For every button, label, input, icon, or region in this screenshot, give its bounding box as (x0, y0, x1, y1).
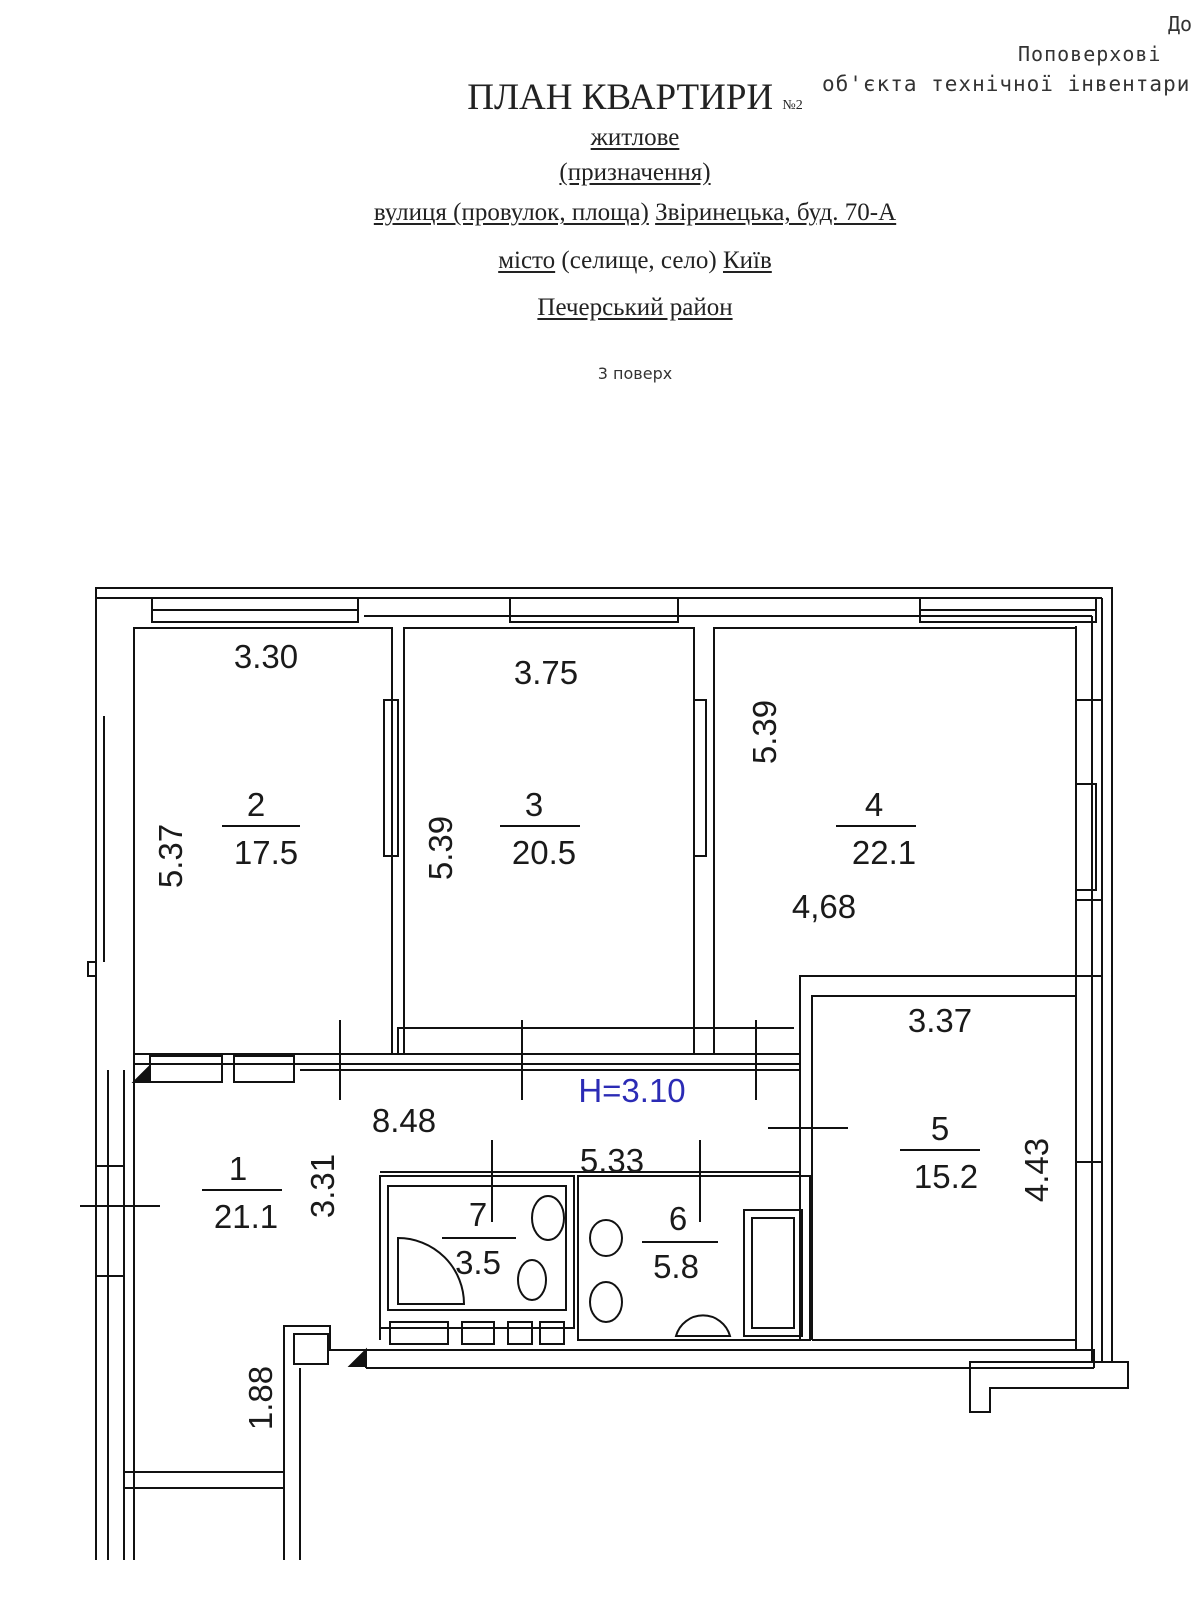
window-room-5-right (1075, 975, 1103, 1163)
dim-corridor-length: 5.33 (580, 1142, 644, 1179)
dim-hall-length: 8.48 (372, 1102, 436, 1139)
room-2-door-jamb (383, 699, 399, 857)
purpose-line: житлове (0, 124, 1200, 152)
walls (87, 587, 1129, 1560)
floor-plan: 2 17.5 3 20.5 4 22.1 5 15.2 1 21.1 6 5.8… (80, 587, 1129, 1560)
room-3-door-jamb (693, 699, 707, 857)
ventilation (293, 1333, 329, 1365)
city-note: (селище, село) (561, 247, 717, 274)
city-line: місто (селище, село) Київ (0, 247, 1200, 275)
room-6-area: 5.8 (653, 1248, 699, 1285)
room-5-area: 15.2 (914, 1158, 978, 1195)
window-room-3 (509, 597, 679, 623)
room-4-number: 4 (865, 786, 883, 823)
bidet-6 (589, 1219, 623, 1257)
ceiling-height: Н=3.10 (578, 1072, 685, 1109)
dim-r3-length: 5.39 (422, 816, 459, 880)
room-4-area: 22.1 (852, 834, 916, 871)
wardrobe-1 (149, 1055, 223, 1083)
wardrobe-2 (233, 1055, 295, 1083)
room-2-number: 2 (247, 786, 265, 823)
toilet-7 (517, 1259, 547, 1301)
header-object-fragment: об'єкта технічної інвентари (822, 72, 1191, 96)
street-label: вулиця (провулок, площа) (373, 199, 649, 226)
dim-r2-width: 3.30 (234, 638, 298, 675)
room-7-number: 7 (469, 1196, 487, 1233)
dim-r4-length: 5.39 (746, 700, 783, 764)
window-room-4-right (1075, 699, 1103, 901)
purpose-note: (призначення) (559, 159, 711, 186)
washbasin-7 (531, 1195, 565, 1241)
fraction-bars (202, 825, 980, 1243)
street-line: вулиця (провулок, площа) Звіринецька, бу… (0, 199, 1200, 227)
room-5-number: 5 (931, 1110, 949, 1147)
shaft-2 (461, 1321, 495, 1345)
room-1-area: 21.1 (214, 1198, 278, 1235)
shower-tray (397, 1236, 466, 1305)
outer-wall-outer-line (87, 587, 1129, 1560)
dim-r1-extra: 1.88 (242, 1366, 279, 1430)
room-6-number: 6 (669, 1200, 687, 1237)
shaft-4 (539, 1321, 565, 1345)
shaft-1 (389, 1321, 449, 1345)
room-labels: 2 17.5 3 20.5 4 22.1 5 15.2 1 21.1 6 5.8… (214, 786, 978, 1285)
room-6-wall (577, 1175, 811, 1341)
title-text: ПЛАН КВАРТИРИ (467, 77, 774, 118)
city-value: Київ (722, 247, 772, 274)
room-1-number: 1 (229, 1150, 247, 1187)
section-marks (80, 1020, 848, 1222)
purpose-note-line: (призначення) (0, 159, 1200, 187)
dim-r2-length: 5.37 (152, 824, 189, 888)
entry-marker (347, 1347, 367, 1367)
dim-r5-length: 4.43 (1018, 1138, 1055, 1202)
bottom-wall (283, 1325, 1095, 1560)
floor-value: 3 поверх (597, 364, 673, 383)
district-value: Печерський район (537, 294, 733, 321)
window-room-1 (95, 1165, 125, 1277)
toilet-6 (589, 1281, 623, 1323)
room-5-outline (811, 995, 1076, 1340)
district-line: Печерський район (0, 294, 1200, 322)
shaft-3 (507, 1321, 533, 1345)
bathtub-inner (751, 1217, 795, 1329)
city-label: місто (498, 247, 556, 274)
room-3-number: 3 (525, 786, 543, 823)
title-number: №2 (782, 98, 803, 113)
washbasin-6 (674, 1314, 732, 1337)
floor-label: 3 поверх (0, 364, 1200, 383)
dimension-labels: 3.30 3.75 3.37 4,68 8.48 5.33 Н=3.10 5.3… (152, 638, 1055, 1430)
room-7-area: 3.5 (455, 1244, 501, 1281)
dim-r4-width: 4,68 (792, 888, 856, 925)
room-2-area: 17.5 (234, 834, 298, 871)
room-7-outline (387, 1185, 567, 1311)
page-title: ПЛАН КВАРТИРИ №2 (0, 76, 1200, 119)
header-poverkhovi-fragment: Поповерхові (1018, 42, 1162, 66)
dim-r3-width: 3.75 (514, 654, 578, 691)
street-value: Звіринецька, буд. 70-А (655, 199, 897, 226)
wardrobe-marker (131, 1063, 151, 1083)
bathtub-outer (743, 1209, 803, 1337)
dim-r5-width: 3.37 (908, 1002, 972, 1039)
header-do-fragment: До (1168, 12, 1193, 36)
room-3-area: 20.5 (512, 834, 576, 871)
purpose-value: житлове (590, 124, 680, 151)
dim-r1-width: 3.31 (304, 1154, 341, 1218)
